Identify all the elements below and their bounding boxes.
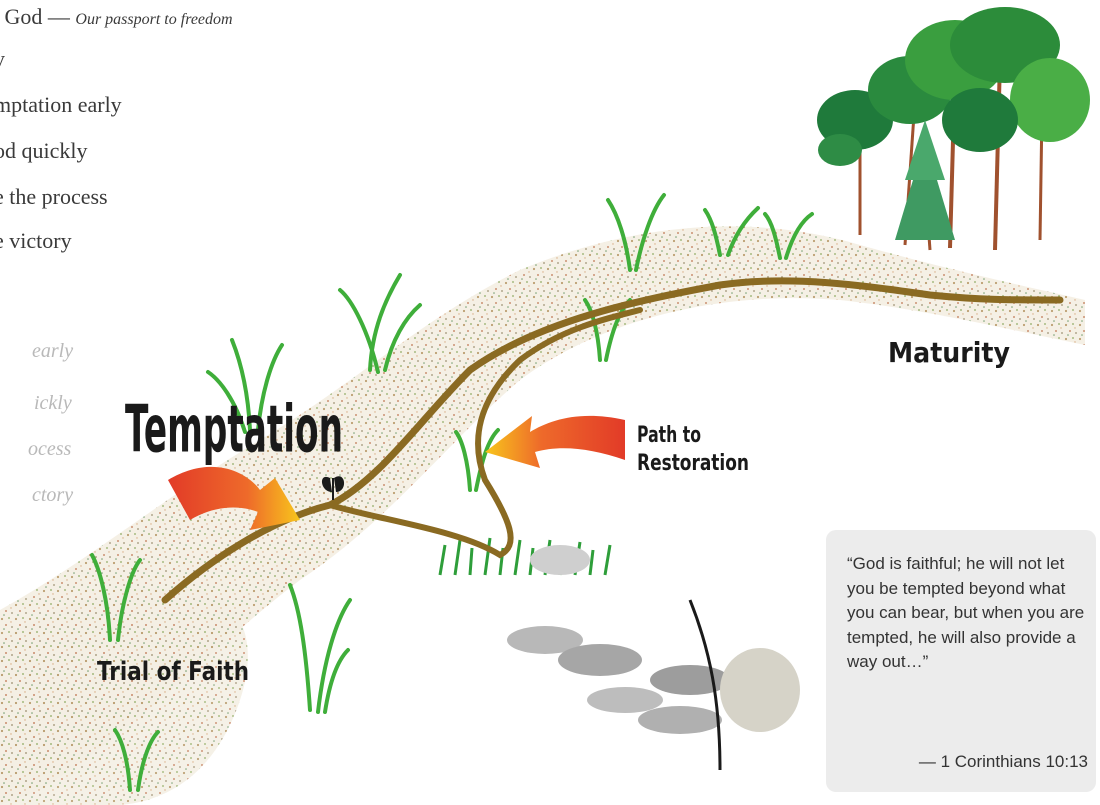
path-label-line1: Path to bbox=[637, 423, 701, 448]
restoration-arrow bbox=[485, 416, 625, 468]
trial-label: Trial of Faith bbox=[97, 657, 249, 687]
forest bbox=[817, 7, 1090, 250]
rocks bbox=[507, 545, 800, 770]
temptation-label: Temptation bbox=[125, 391, 343, 467]
path-label-line2: Restoration bbox=[637, 451, 749, 476]
maturity-label: Maturity bbox=[888, 336, 1010, 369]
quote-reference: — 1 Corinthians 10:13 bbox=[919, 752, 1088, 772]
ground-lower-left bbox=[0, 587, 248, 805]
quote-text: “God is faithful; he will not let you be… bbox=[847, 552, 1087, 675]
scripture-quote-card: “God is faithful; he will not let you be… bbox=[826, 530, 1096, 792]
